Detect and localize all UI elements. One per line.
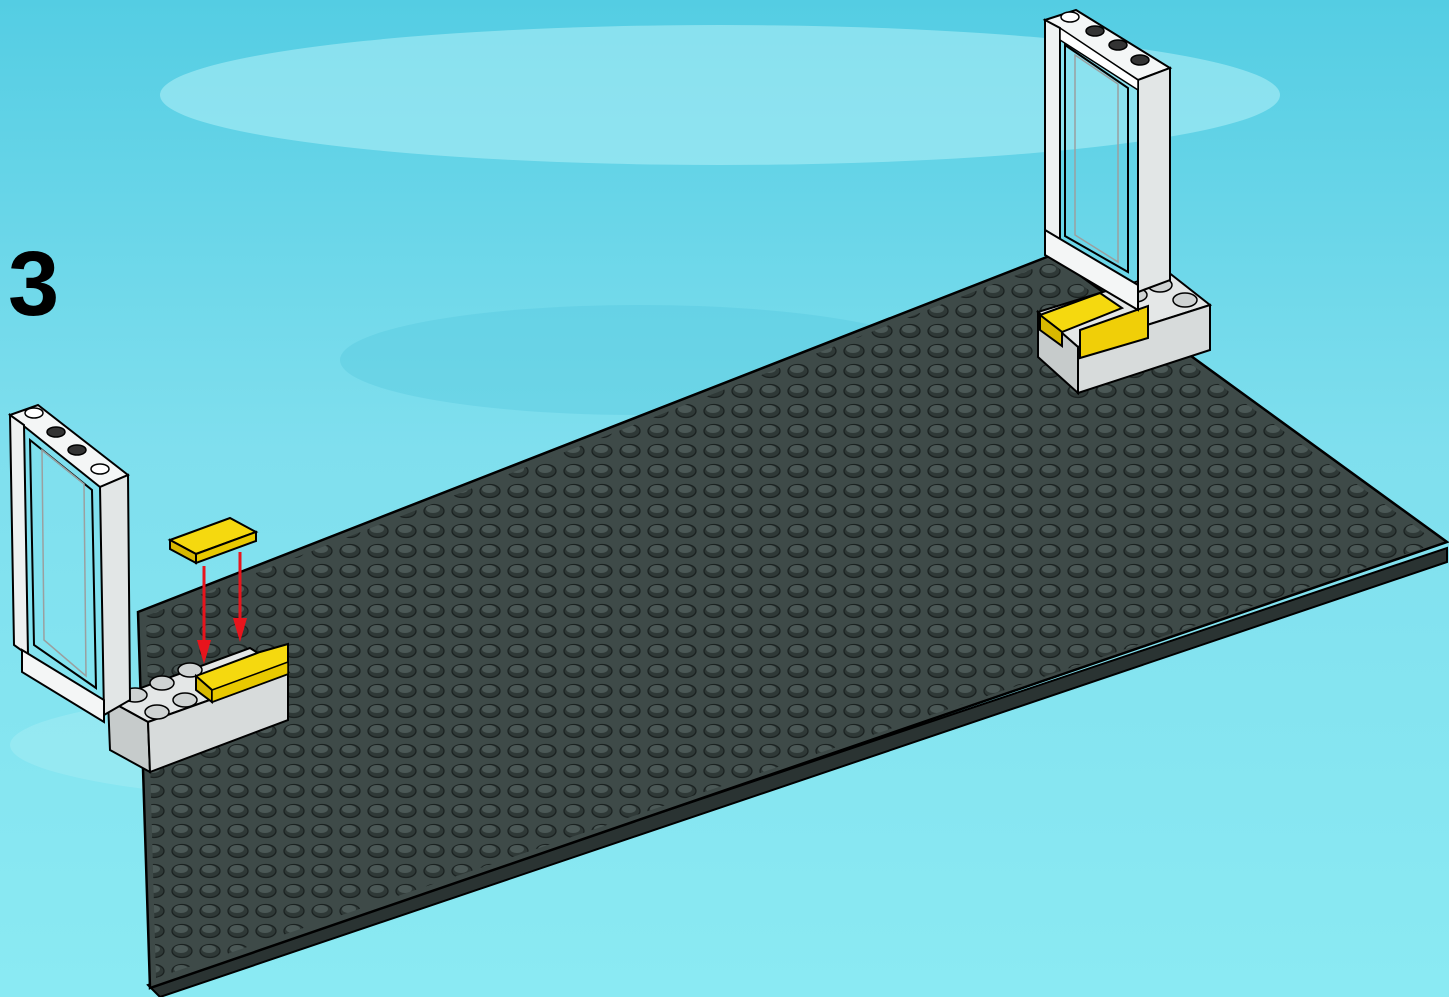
left-white-window-frame — [7, 403, 132, 724]
red-arrow-head — [233, 618, 247, 642]
step-number: 3 — [8, 233, 60, 335]
placement-arrows — [197, 552, 247, 664]
right-white-window-frame — [1042, 8, 1173, 312]
baseplate-side — [146, 546, 1448, 999]
baseplate-studs — [146, 262, 1438, 978]
loose-yellow-tile — [167, 516, 259, 565]
right-yellow-hinge-plate — [1037, 291, 1149, 360]
red-arrow-head — [197, 640, 211, 664]
baseplate — [136, 253, 1449, 999]
cloud-highlight — [160, 25, 1280, 165]
left-yellow-hinge-plate — [194, 642, 289, 704]
